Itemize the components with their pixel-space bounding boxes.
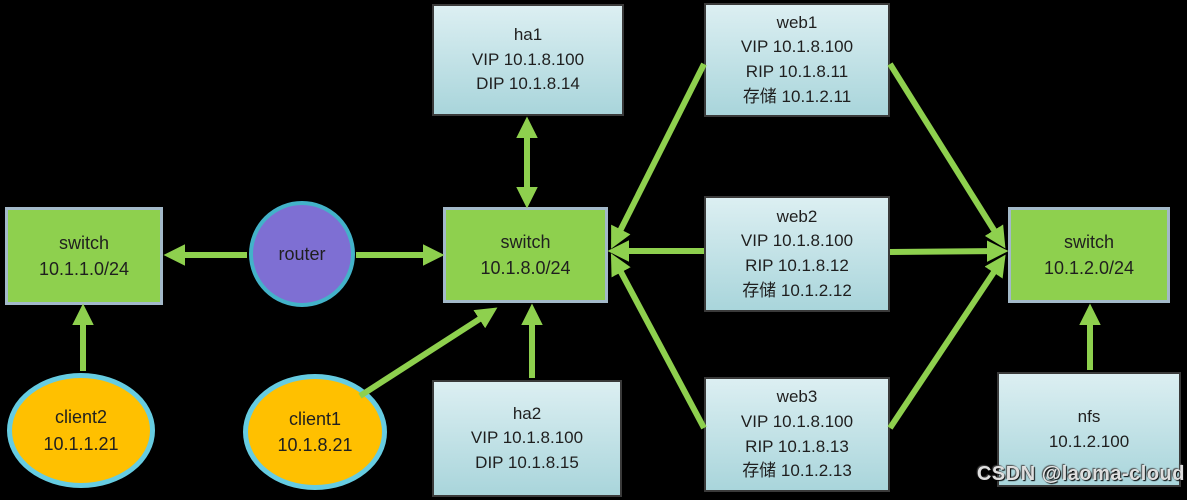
node-label: nfs xyxy=(1077,406,1101,426)
node-label: web2 xyxy=(776,206,818,226)
web3-node: web3 VIP 10.1.8.100 RIP 10.1.8.13 存储 10.… xyxy=(704,377,890,492)
node-vip: VIP 10.1.8.100 xyxy=(471,49,585,69)
client2-node: client2 10.1.1.21 xyxy=(7,373,155,488)
node-address: 10.1.1.21 xyxy=(43,433,119,454)
switch-right-node: switch 10.1.2.0/24 xyxy=(1008,207,1170,303)
node-label: client1 xyxy=(288,408,342,429)
csdn-watermark: CSDN @laoma-cloud xyxy=(976,463,1185,485)
web1-node: web1 VIP 10.1.8.100 RIP 10.1.8.11 存储 10.… xyxy=(704,3,890,117)
node-vip: VIP 10.1.8.100 xyxy=(740,411,854,431)
client1-node: client1 10.1.8.21 xyxy=(243,374,387,490)
node-rip: RIP 10.1.8.11 xyxy=(745,62,849,81)
router-node: router xyxy=(249,201,355,307)
node-vip: VIP 10.1.8.100 xyxy=(740,231,854,251)
node-rip: RIP 10.1.8.12 xyxy=(745,256,849,275)
node-vip: VIP 10.1.8.100 xyxy=(470,428,584,448)
node-label: router xyxy=(278,243,326,264)
node-label: ha2 xyxy=(512,403,542,423)
node-dip: DIP 10.1.8.14 xyxy=(476,74,580,94)
node-address: 10.1.1.0/24 xyxy=(38,259,130,279)
node-address: 10.1.2.0/24 xyxy=(1043,258,1135,278)
node-label: web3 xyxy=(776,387,818,407)
node-label: switch xyxy=(1063,231,1114,252)
node-storage: 存储 10.1.2.11 xyxy=(742,86,852,106)
node-label: web1 xyxy=(776,12,818,32)
node-storage: 存储 10.1.2.12 xyxy=(742,280,852,300)
node-rip: RIP 10.1.8.13 xyxy=(745,436,849,456)
node-address: 10.1.8.21 xyxy=(277,435,353,455)
switch-left-node: switch 10.1.1.0/24 xyxy=(5,207,163,305)
node-vip: VIP 10.1.8.100 xyxy=(740,37,854,57)
edge-web2-switch-right xyxy=(889,240,1009,262)
edge-web3-switch-right xyxy=(887,254,1006,430)
node-address: 10.1.2.100 xyxy=(1048,431,1130,451)
edge-web1-switch-right xyxy=(887,62,1006,249)
edge-web3-switch-mid xyxy=(610,253,707,430)
ha1-node: ha1 VIP 10.1.8.100 DIP 10.1.8.14 xyxy=(432,4,624,116)
node-dip: DIP 10.1.8.15 xyxy=(475,452,579,472)
edge-web1-switch-mid xyxy=(611,62,707,249)
node-address: 10.1.8.0/24 xyxy=(480,258,571,278)
node-label: ha1 xyxy=(513,25,543,45)
web2-node: web2 VIP 10.1.8.100 RIP 10.1.8.12 存储 10.… xyxy=(704,196,890,312)
node-label: switch xyxy=(58,232,109,253)
nfs-node: nfs 10.1.2.100 xyxy=(997,372,1181,487)
node-storage: 存储 10.1.2.13 xyxy=(742,461,852,481)
node-label: switch xyxy=(500,231,551,252)
node-label: client2 xyxy=(54,407,108,428)
ha2-node: ha2 VIP 10.1.8.100 DIP 10.1.8.15 xyxy=(432,380,622,497)
switch-mid-node: switch 10.1.8.0/24 xyxy=(443,207,608,303)
